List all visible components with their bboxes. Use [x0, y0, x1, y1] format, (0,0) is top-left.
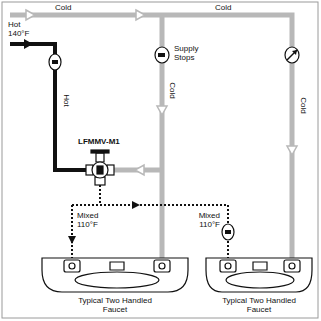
temperature-label: Mixed 110°F: [182, 211, 220, 229]
pipe-label: Hot: [61, 94, 70, 106]
temperature-label: Hot 140°F: [8, 20, 38, 38]
sink-illustration: [42, 258, 312, 292]
mixing-valve-symbol: [86, 150, 114, 185]
flow-arrow: [24, 10, 297, 244]
part-number: LFMMV-M1: [78, 137, 120, 146]
fixture-caption: Typical Two Handled Faucet: [217, 296, 301, 314]
mixed-pipe: [72, 185, 228, 262]
hot-pipe: [10, 44, 86, 170]
pipe-label: Cold: [298, 97, 307, 113]
frame: [2, 2, 318, 318]
fixture-caption: Typical Two Handled Faucet: [73, 296, 157, 314]
temperature-label: Mixed 110°F: [77, 211, 113, 229]
pipe-label: Cold: [55, 3, 71, 12]
pipe-label: Cold: [215, 3, 231, 12]
pipe-label: Cold: [167, 82, 176, 98]
part-label: Supply Stops: [174, 44, 210, 62]
supply-stop-symbol: [49, 47, 299, 240]
cold-pipe: [10, 15, 292, 262]
